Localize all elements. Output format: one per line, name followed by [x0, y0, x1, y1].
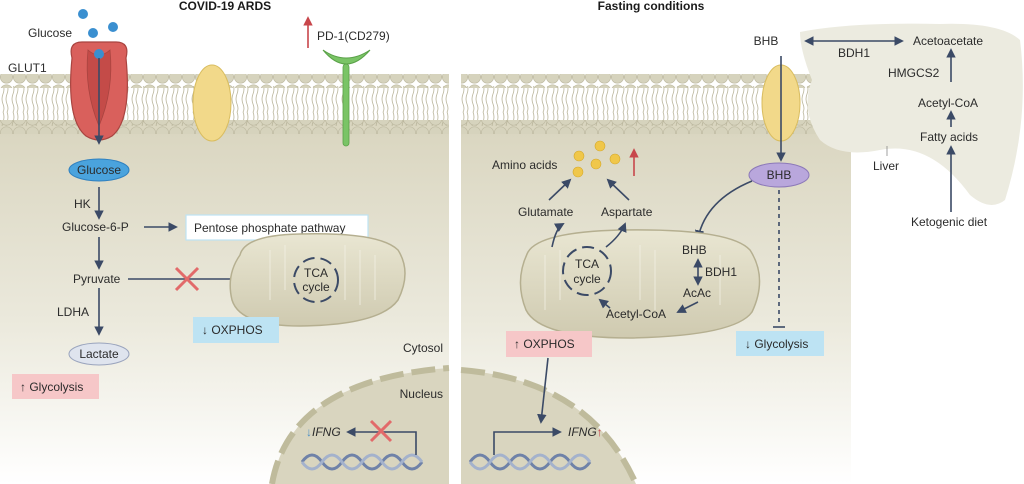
- liver-shape: [800, 23, 1023, 205]
- right-mitochondrion: [519, 229, 761, 339]
- ifng-blocked-x-icon: [369, 419, 393, 443]
- pd1-receptor: [303, 16, 371, 147]
- oxphos-down-label: ↓ OXPHOS: [202, 323, 263, 337]
- left-tca-label-2: cycle: [302, 280, 330, 294]
- lactate-label: Lactate: [79, 347, 119, 361]
- glucose-outside-label: Glucose: [28, 26, 72, 40]
- glucose-molecules: [78, 9, 118, 38]
- down-arrow-icon: ↓: [745, 337, 751, 351]
- glycolysis-up-label: ↑ Glycolysis: [20, 380, 83, 394]
- glycolysis-down-box: [736, 331, 824, 356]
- mito-bhb-label: BHB: [682, 243, 707, 257]
- mito-acetyl-coa-label: Acetyl-CoA: [606, 307, 666, 321]
- acac-to-acetyl-coa-arrow: [676, 301, 699, 313]
- cytosol-label: Cytosol: [403, 341, 443, 355]
- amino-acids-label: Amino acids: [492, 158, 557, 172]
- up-arrow-icon: ↑: [20, 380, 26, 394]
- right-tca-label-1: TCA: [575, 257, 599, 271]
- oxphos-to-ifng-arrow: [537, 357, 549, 424]
- glut1-label: GLUT1: [8, 61, 47, 75]
- glucose-dot: [94, 49, 104, 59]
- mito-bdh1-label: BDH1: [705, 265, 737, 279]
- down-arrow-icon: ↓: [202, 323, 208, 337]
- up-arrow-icon: ↑: [597, 425, 603, 439]
- hmgcs2-label: HMGCS2: [888, 66, 940, 80]
- left-title: COVID-19 ARDS: [179, 0, 271, 13]
- bhb-node: [748, 162, 810, 188]
- glycolysis-up-box: [12, 374, 99, 399]
- left-ifng-label: ↓IFNG: [306, 425, 341, 439]
- glycolysis-down-label: ↓ Glycolysis: [745, 337, 808, 351]
- amino-acid-molecules: [572, 140, 621, 178]
- left-mitochondrion: [229, 233, 406, 327]
- right-membrane-outer-heads: [461, 74, 851, 88]
- pyruvate-label: Pyruvate: [73, 272, 121, 286]
- glut1-transporter: [70, 41, 128, 145]
- right-tca-cycle: [562, 246, 612, 296]
- pd1-label: PD-1(CD279): [317, 29, 390, 43]
- glucose-dot: [88, 28, 98, 38]
- left-transporter-protein: [192, 64, 232, 142]
- bhb-node-label: BHB: [767, 168, 792, 182]
- nucleus-label: Nucleus: [400, 387, 443, 401]
- acetyl-coa-to-tca-arrow: [598, 298, 611, 309]
- fatty-acids-label: Fatty acids: [920, 130, 978, 144]
- hk-label: HK: [74, 197, 91, 211]
- glutamate-to-amino-arrow: [548, 178, 572, 201]
- right-ifng-transcription-arrow: [493, 427, 562, 455]
- right-membrane-inner-heads: [461, 120, 851, 134]
- oxphos-down-box: [193, 317, 279, 343]
- right-tca-label-2: cycle: [573, 272, 601, 286]
- down-arrow-icon: ↓: [306, 425, 312, 439]
- right-title: Fasting conditions: [598, 0, 705, 13]
- tca-to-aspartate-arrow: [605, 222, 627, 248]
- right-ifng-label: IFNG↑: [568, 425, 603, 439]
- ppp-label: Pentose phosphate pathway: [194, 221, 345, 235]
- left-tca-cycle: [293, 257, 339, 303]
- acetoacetate-label: Acetoacetate: [913, 34, 983, 48]
- liver-bhb-label: BHB: [754, 34, 779, 48]
- up-arrow-icon: ↑: [514, 337, 520, 351]
- left-ifng-transcription-arrow: [346, 427, 417, 455]
- liver-bdh1-label: BDH1: [838, 46, 870, 60]
- ketogenic-diet-label: Ketogenic diet: [911, 215, 988, 229]
- glucose-dot: [78, 9, 88, 19]
- liver-acetyl-coa-label: Acetyl-CoA: [918, 96, 978, 110]
- left-dna-helix: [300, 453, 424, 471]
- right-dna-helix: [468, 453, 592, 471]
- aspartate-to-amino-arrow: [606, 178, 630, 201]
- oxphos-up-box: [506, 331, 592, 357]
- glutamate-label: Glutamate: [518, 205, 574, 219]
- aspartate-label: Aspartate: [601, 205, 653, 219]
- blocked-x-icon: [174, 266, 200, 292]
- glucose-dot: [108, 22, 118, 32]
- ldha-label: LDHA: [57, 305, 89, 319]
- glucose6p-label: Glucose-6-P: [62, 220, 129, 234]
- left-tca-label-1: TCA: [304, 266, 328, 280]
- oxphos-up-label: ↑ OXPHOS: [514, 337, 575, 351]
- lactate-node: [68, 342, 130, 366]
- tca-to-glutamate-arrow: [551, 223, 565, 248]
- acac-label: AcAc: [683, 286, 711, 300]
- glucose-node: [68, 158, 130, 182]
- liver-label: Liver: [873, 159, 899, 173]
- glucose-node-label: Glucose: [77, 163, 121, 177]
- bhb-to-mito-arrow: [694, 180, 753, 240]
